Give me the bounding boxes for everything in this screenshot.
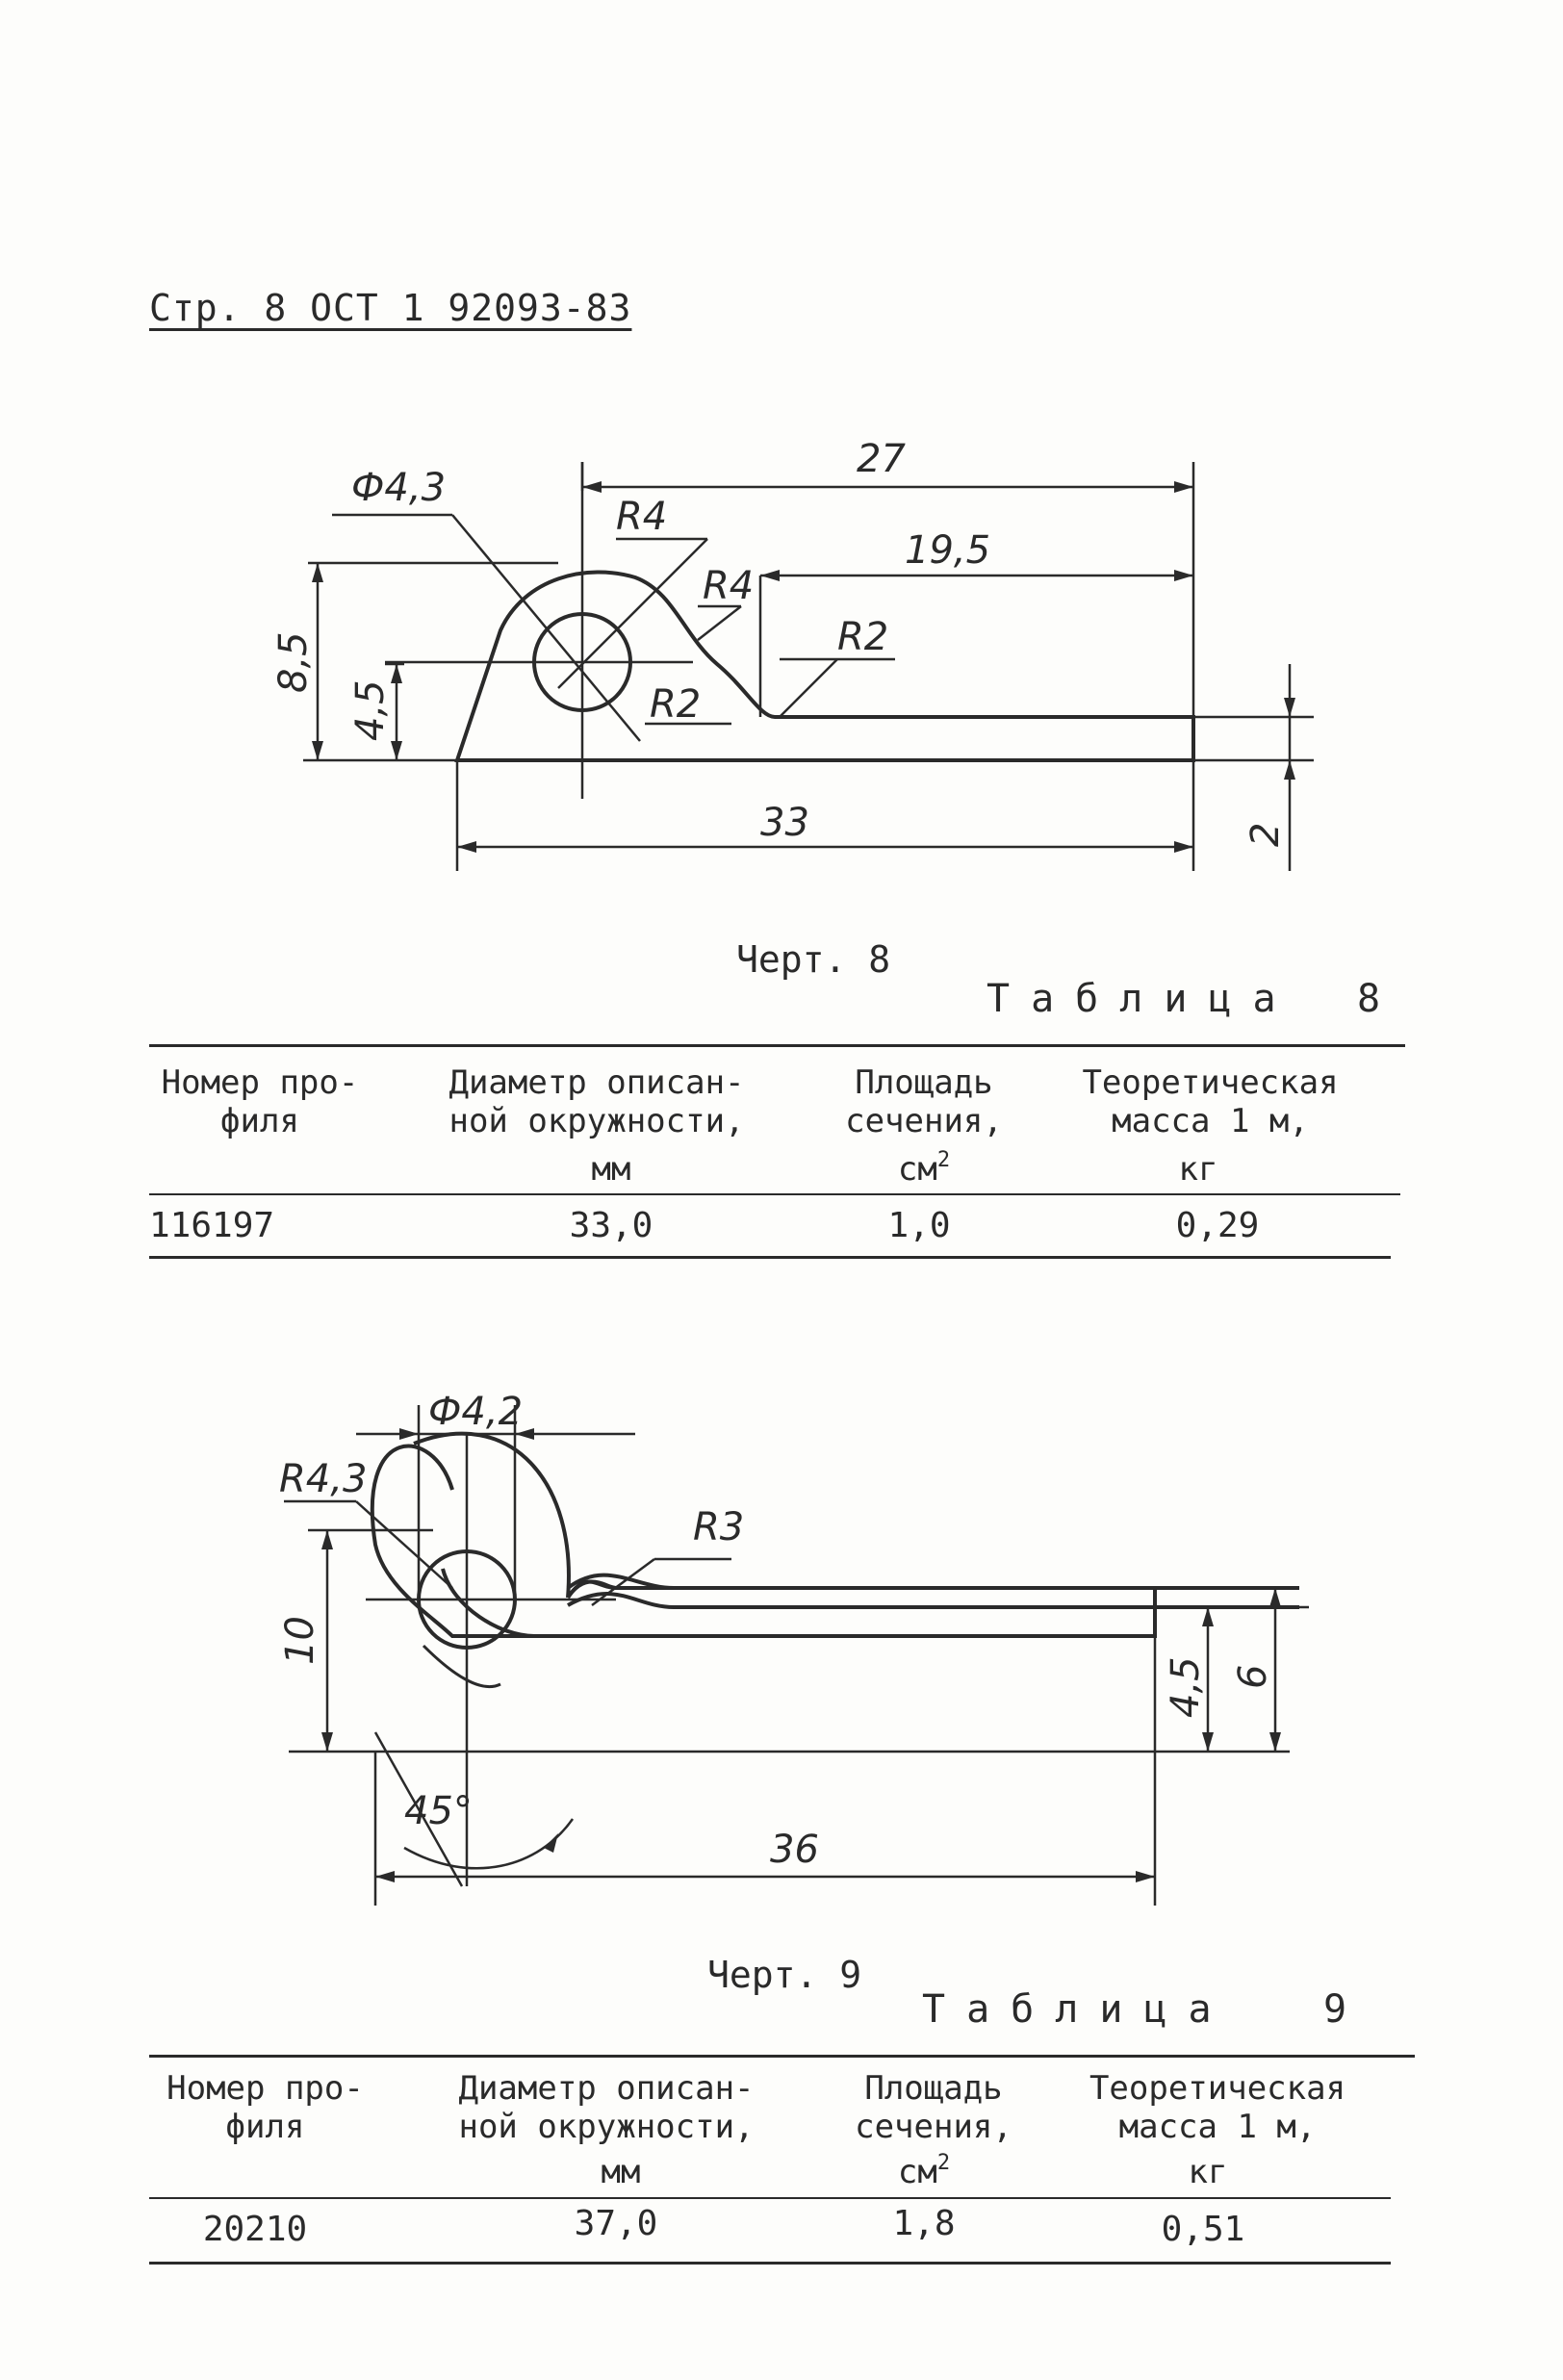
dim-label: 27 <box>857 437 906 481</box>
table-rule <box>149 2262 1391 2265</box>
table-rule <box>149 2197 1391 2199</box>
dim-label: R2 <box>837 615 888 659</box>
table-cell-diameter: 37,0 <box>574 2204 658 2243</box>
table-title-8: Таблица <box>986 977 1297 1021</box>
dim-label: 19,5 <box>905 528 990 573</box>
dim-label: R4 <box>616 495 667 539</box>
dim-label: 45° <box>404 1789 473 1833</box>
table-header-cell: Площадь сечения, <box>855 2069 1012 2146</box>
table-number-8: 8 <box>1357 977 1381 1021</box>
table-unit-cell: см2 <box>897 1148 951 1190</box>
table-header-cell: Теоретическая масса 1 м, <box>1082 1063 1339 1140</box>
dim-label: Ф4,2 <box>428 1390 523 1434</box>
table-header-cell: Номер про- филя <box>161 1063 359 1140</box>
drawing-profile-20210: Ф4,2 R4,3 R3 10 4,5 6 45° 36 <box>278 1390 1309 1906</box>
table-cell-mass: 0,51 <box>1161 2210 1245 2249</box>
table-unit-cell: кг <box>1188 2153 1228 2191</box>
table-unit-cell: мм <box>601 2153 641 2191</box>
table-cell-area: 1,8 <box>892 2204 956 2243</box>
table-rule <box>149 1044 1405 1047</box>
dim-label: R3 <box>693 1505 744 1549</box>
dim-label: 4,5 <box>348 679 393 741</box>
dim-label: 33 <box>760 801 809 845</box>
drawing-caption-8: Черт. 8 <box>736 938 891 981</box>
dim-label: 2 <box>1243 823 1288 847</box>
dim-label: R2 <box>650 682 701 727</box>
table-rule <box>149 2055 1415 2058</box>
table-cell-diameter: 33,0 <box>569 1206 653 1245</box>
dim-label: Ф4,3 <box>351 466 446 510</box>
table-title-9: Таблица <box>922 1987 1233 2032</box>
table-header-cell: Теоретическая масса 1 м, <box>1089 2069 1346 2146</box>
table-unit-cell: кг <box>1178 1150 1218 1189</box>
table-number-9: 9 <box>1323 1987 1347 2032</box>
dim-label: 6 <box>1231 1665 1275 1689</box>
table-cell-area: 1,0 <box>887 1206 951 1245</box>
table-header-cell: Диаметр описан- ной окружности, <box>458 2069 755 2146</box>
table-header-cell: Диаметр описан- ной окружности, <box>448 1063 745 1140</box>
dim-label: 8,5 <box>271 631 316 693</box>
table-unit-cell: см2 <box>897 2151 951 2192</box>
table-rule <box>149 1256 1391 1259</box>
table-rule <box>149 1193 1400 1195</box>
table-cell-mass: 0,29 <box>1175 1206 1260 1245</box>
page-header: Стр. 8 ОСТ 1 92093-83 <box>149 287 632 329</box>
table-unit-cell: мм <box>591 1150 631 1189</box>
drawing-profile-116197: Ф4,3 27 R4 R4 19,5 R2 R2 8,5 4,5 33 2 <box>271 437 1314 871</box>
table-cell-profile: 20210 <box>202 2210 308 2249</box>
table-cell-profile: 116197 <box>149 1206 275 1245</box>
dim-label: 36 <box>770 1828 819 1872</box>
table-header-cell: Номер про- филя <box>167 2069 364 2146</box>
table-header-cell: Площадь сечения, <box>845 1063 1003 1140</box>
dim-label: R4,3 <box>279 1457 367 1501</box>
dim-label: 10 <box>278 1616 322 1665</box>
dim-label: 4,5 <box>1164 1656 1208 1718</box>
dim-label: R4 <box>703 564 754 608</box>
drawing-caption-9: Черт. 9 <box>707 1954 862 1996</box>
